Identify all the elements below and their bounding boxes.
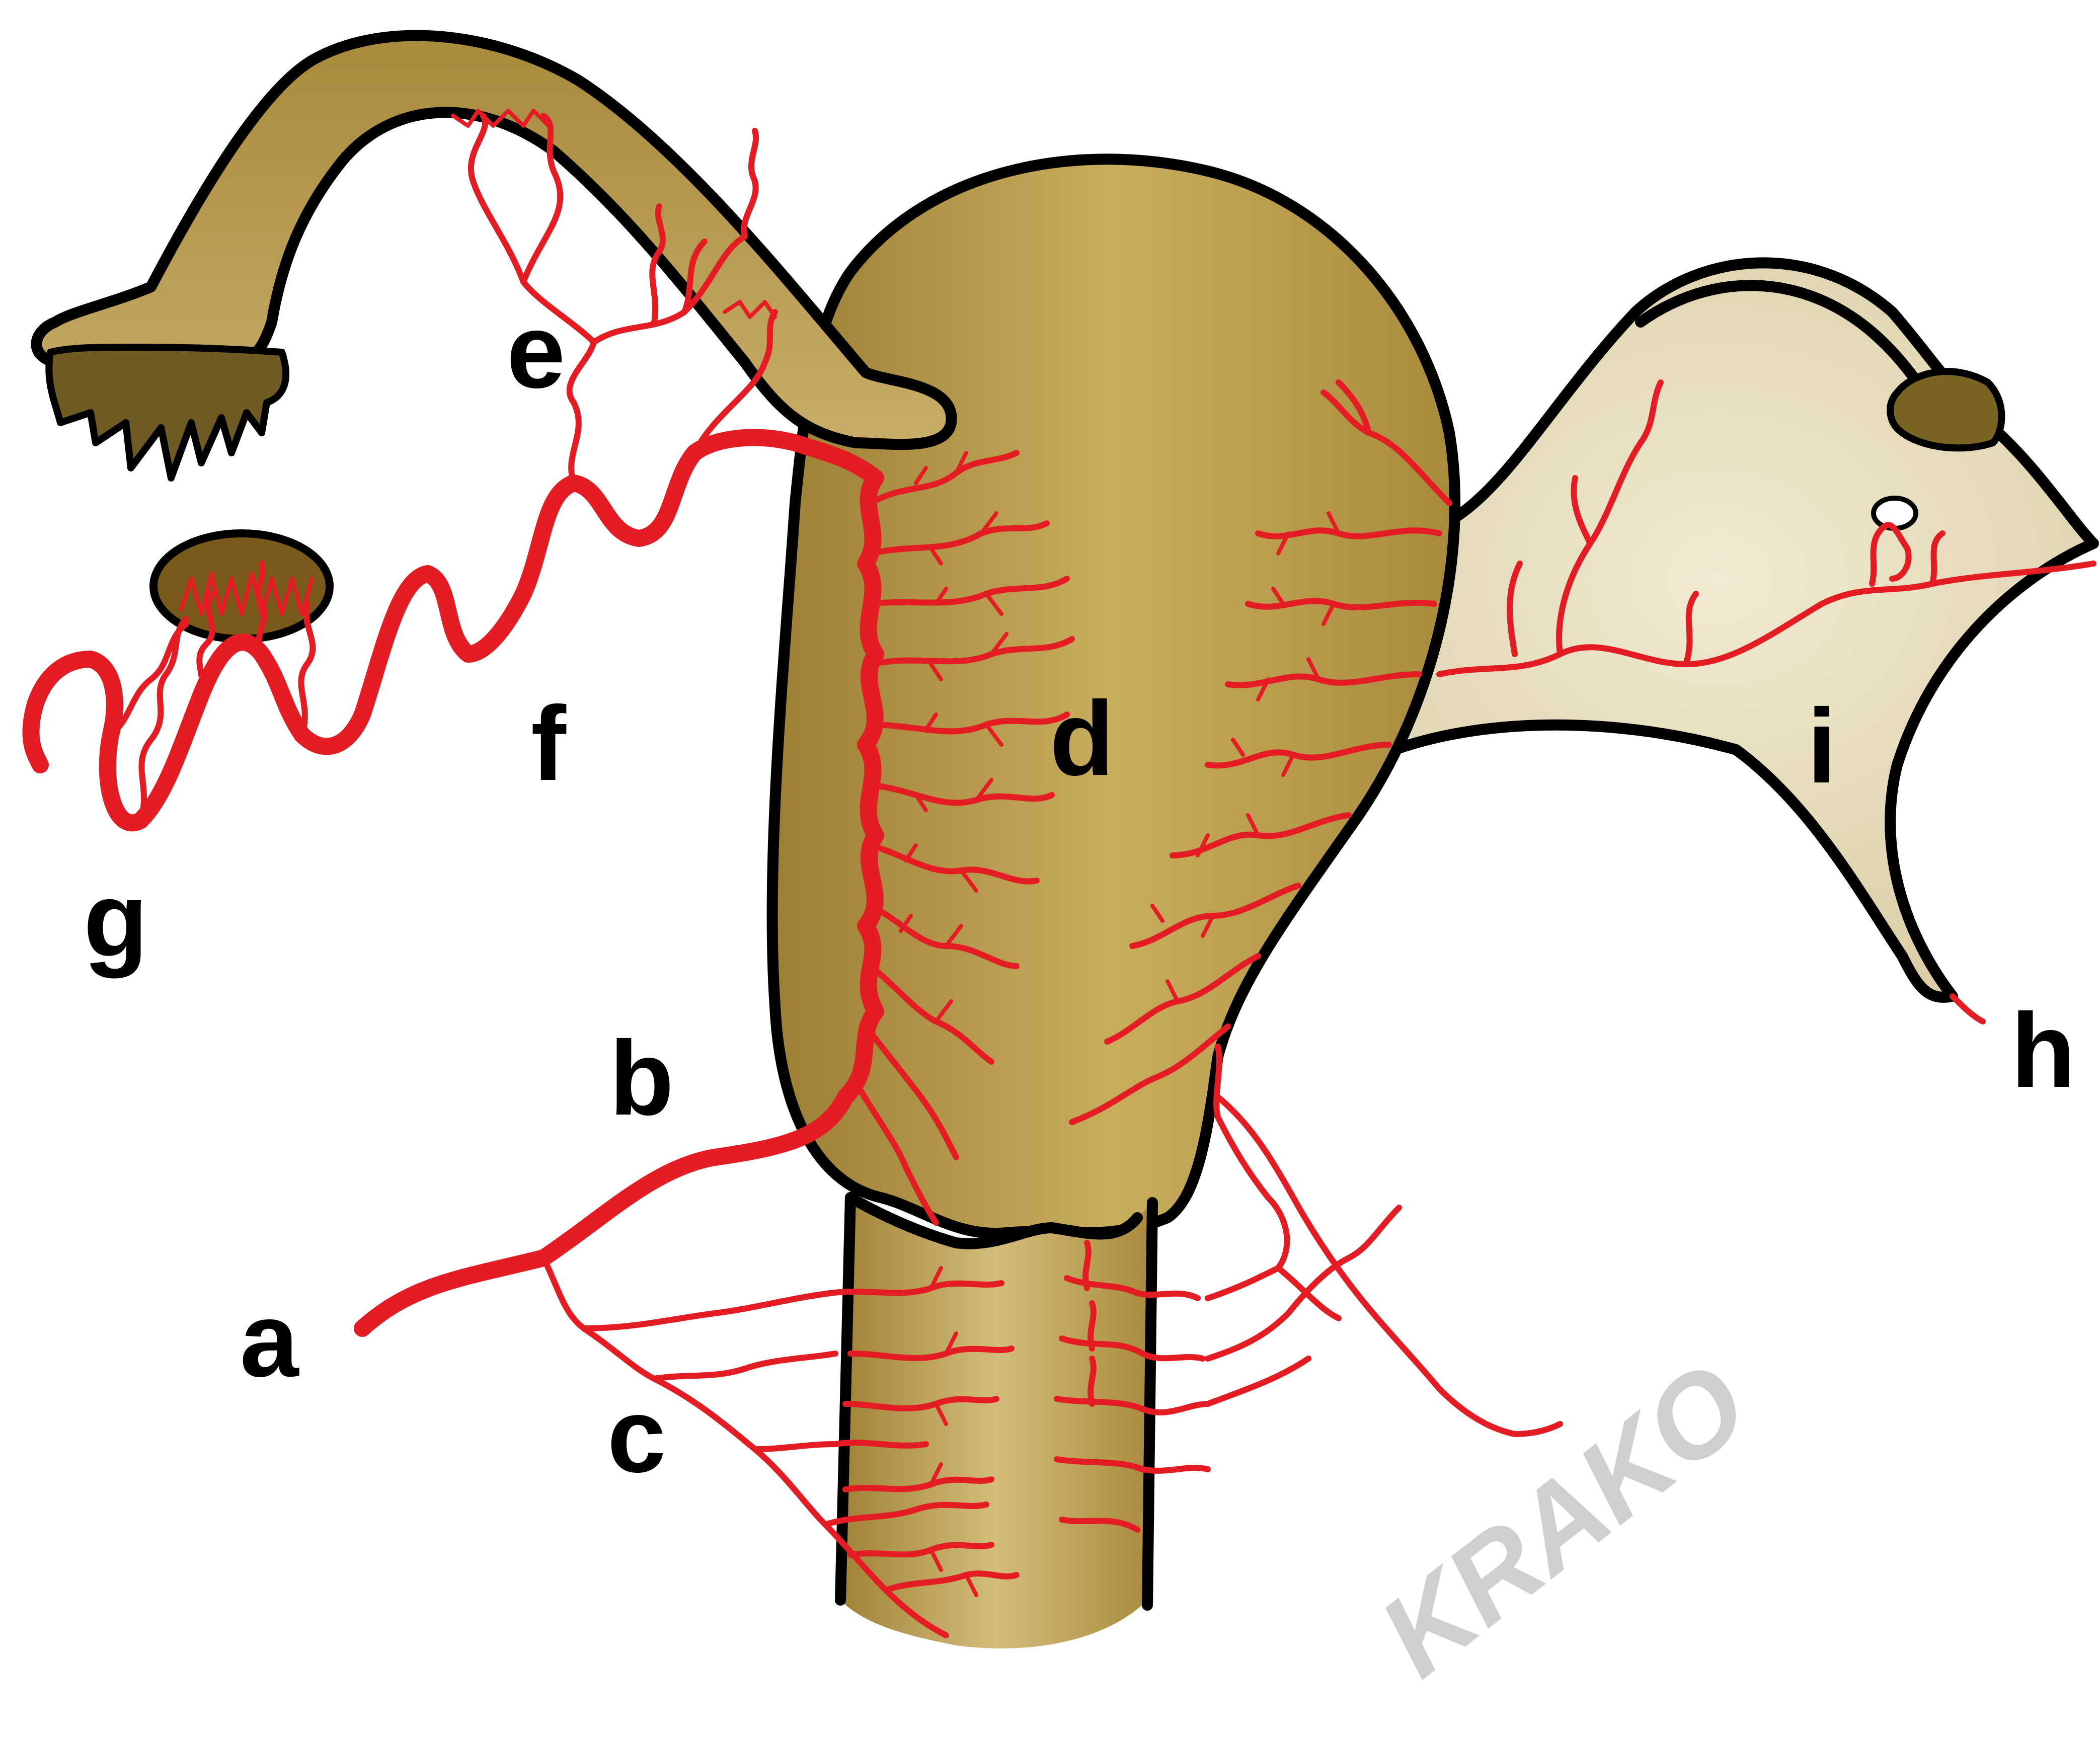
label-g: g xyxy=(84,860,148,979)
cervix xyxy=(840,1198,1152,1648)
left-fimbria xyxy=(49,347,286,478)
label-h: h xyxy=(2011,991,2075,1110)
label-c: c xyxy=(607,1376,666,1494)
ovarian-artery xyxy=(31,438,795,823)
label-i: i xyxy=(1807,687,1836,805)
label-a: a xyxy=(240,1281,300,1399)
label-d: d xyxy=(1050,679,1114,798)
label-b: b xyxy=(609,1019,674,1137)
right-ovary-small xyxy=(1874,498,1916,528)
label-e: e xyxy=(507,292,566,410)
right-tube-fimbria xyxy=(1890,371,2001,448)
label-f: f xyxy=(531,684,567,803)
artist-signature: KRAKO xyxy=(1356,1337,1770,1701)
